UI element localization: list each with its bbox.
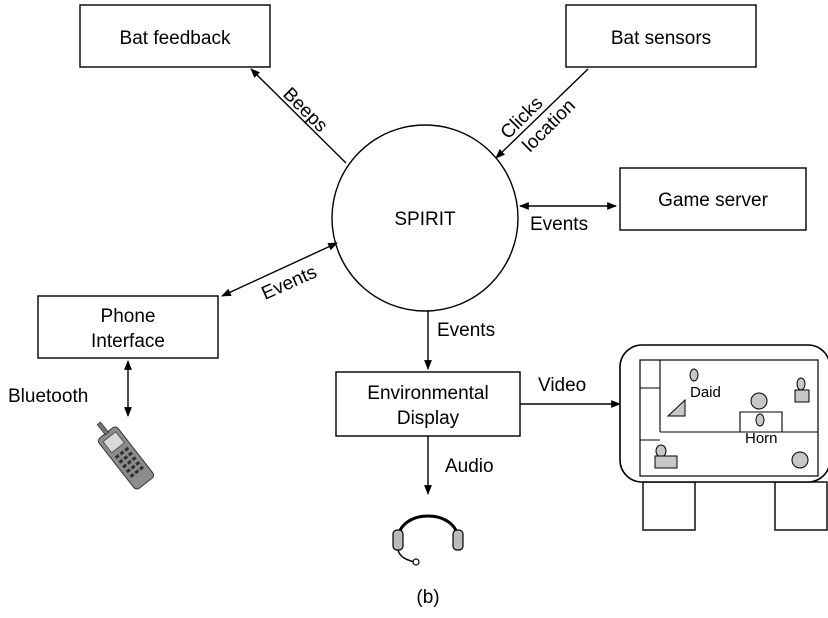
- bat-feedback-label: Bat feedback: [120, 28, 231, 49]
- bluetooth-label: Bluetooth: [8, 386, 88, 407]
- bat-sensors-node: Bat sensors: [565, 4, 757, 68]
- environmental-display-label-line2: Display: [397, 408, 460, 429]
- screen-furniture-icon-left: [654, 444, 678, 469]
- floor-plan: [640, 360, 818, 441]
- environmental-screen-illustration: Daid Horn: [619, 344, 828, 531]
- screen-wedge-icon: [666, 398, 686, 417]
- phone-interface-label-line1: Phone: [101, 306, 156, 327]
- phone-interface-label-line2: Interface: [91, 331, 165, 352]
- video-label: Video: [538, 375, 586, 396]
- beeps-label: Beeps: [278, 84, 331, 137]
- headset-icon: [392, 514, 464, 566]
- beeps-arrow: [250, 68, 347, 164]
- sensors-arrow: [495, 68, 589, 159]
- person-horn-icon: [755, 413, 765, 427]
- figure-caption: (b): [416, 587, 439, 608]
- screen-label-horn: Horn: [745, 430, 778, 447]
- environmental-display-label-line1: Environmental: [367, 383, 488, 404]
- spirit-label: SPIRIT: [394, 209, 456, 230]
- events-display-label: Events: [437, 320, 495, 341]
- game-server-node: Game server: [619, 167, 807, 231]
- bat-sensors-label: Bat sensors: [611, 28, 711, 49]
- person-daid-icon: [689, 368, 699, 382]
- screen-circle-icon: [750, 392, 768, 410]
- screen-circle-icon-2: [791, 451, 809, 469]
- spirit-node: SPIRIT: [331, 124, 519, 312]
- screen-furniture-icon-right: [794, 377, 810, 403]
- events-game-label: Events: [530, 214, 588, 235]
- screen-label-daid: Daid: [690, 384, 721, 401]
- phone-interface-node: Phone Interface: [37, 295, 219, 359]
- events-phone-label: Events: [258, 262, 320, 305]
- screen-leg-left: [642, 481, 696, 531]
- environmental-display-node: Environmental Display: [335, 371, 521, 437]
- mobile-phone-icon: [96, 421, 155, 490]
- game-server-label: Game server: [658, 190, 768, 211]
- audio-label: Audio: [445, 456, 494, 477]
- phone-events-arrow: [221, 242, 338, 297]
- bat-feedback-node: Bat feedback: [79, 4, 271, 68]
- screen-leg-right: [774, 481, 828, 531]
